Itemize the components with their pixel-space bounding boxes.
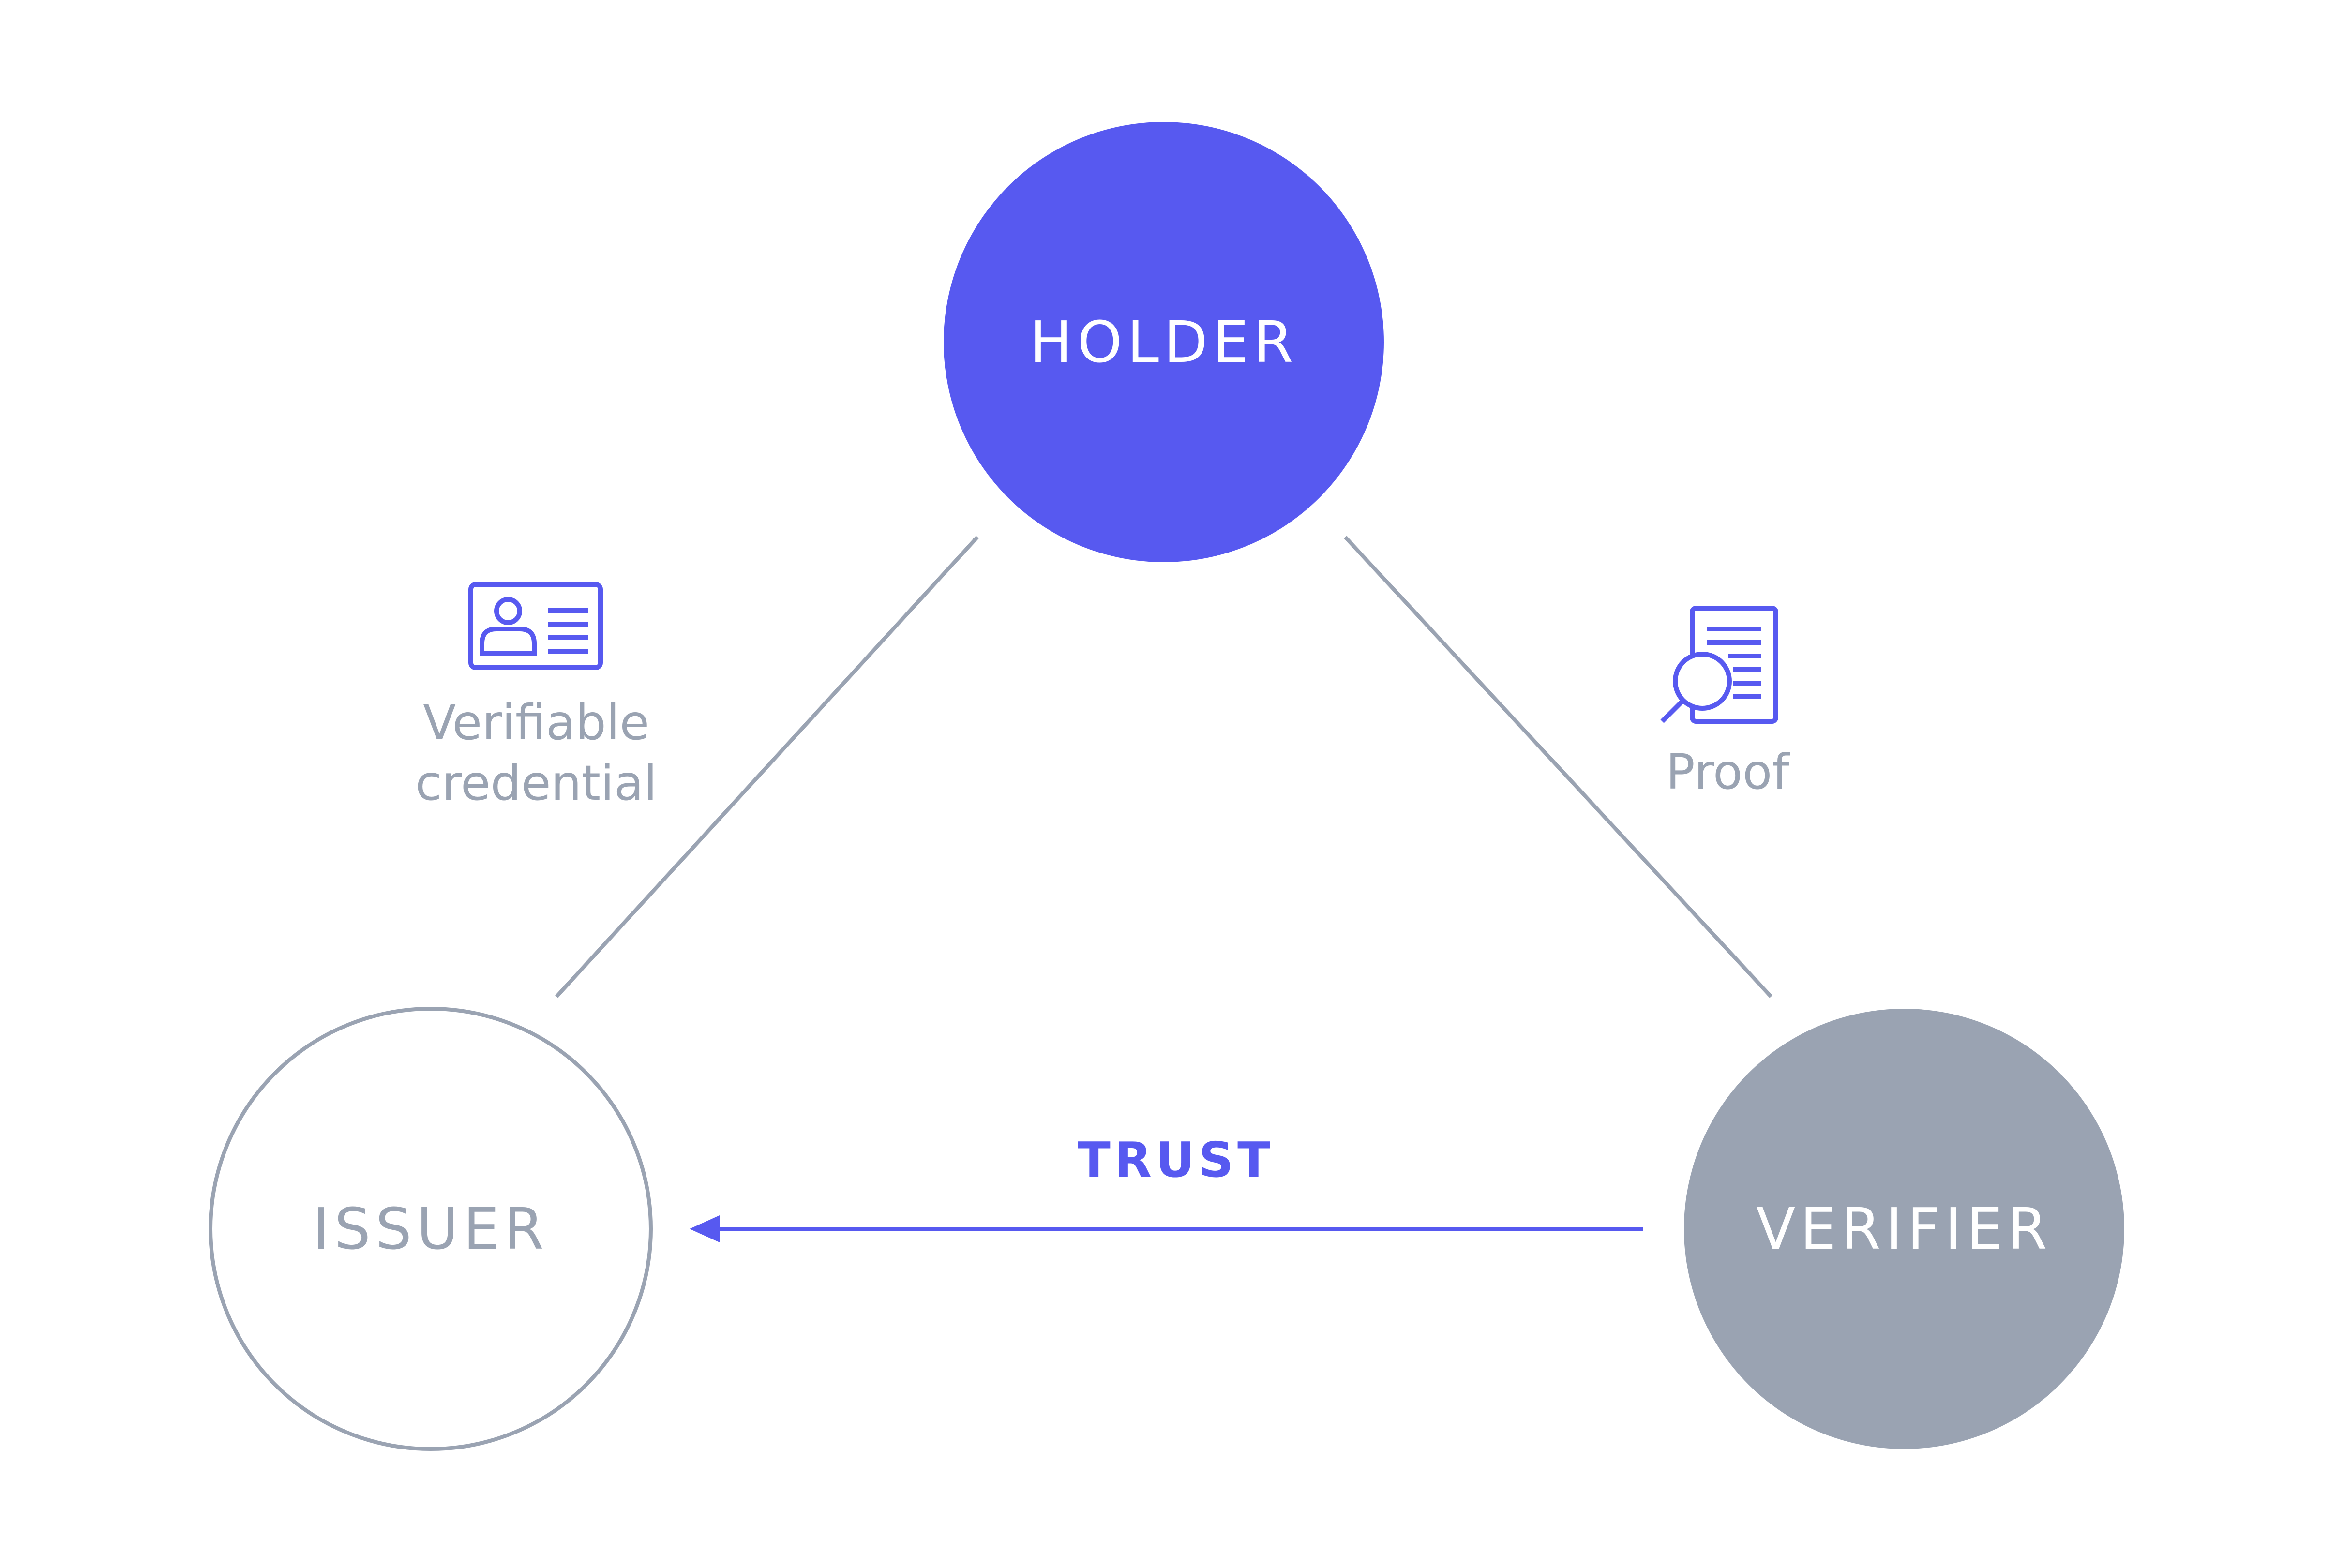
holder-circle <box>944 122 1384 562</box>
issuer-node: ISSUER <box>209 1007 653 1451</box>
edge-verifier-to-issuer: TRUST <box>690 1132 1643 1242</box>
document-search-icon <box>1660 606 1778 724</box>
holder-node: HOLDER <box>944 122 1384 562</box>
trust-arrow-head <box>690 1215 720 1242</box>
id-card-icon <box>468 582 603 670</box>
proof-label: Proof <box>1666 744 1790 800</box>
issuer-label: ISSUER <box>313 1195 549 1262</box>
verifiable-credential-annotation: Verifiable credential <box>415 582 657 811</box>
verifier-label: VERIFIER <box>1756 1195 2052 1262</box>
trust-label: TRUST <box>1078 1132 1275 1188</box>
verifiable-credential-label-line2: credential <box>415 755 657 811</box>
issuer-circle <box>209 1007 653 1451</box>
holder-label: HOLDER <box>1030 309 1298 375</box>
proof-annotation: Proof <box>1660 606 1790 800</box>
edge-issuer-to-holder <box>555 536 979 998</box>
verifiable-credential-label-line1: Verifiable <box>423 694 649 751</box>
holder-to-verifier-arrow <box>1344 536 1772 998</box>
edge-holder-to-verifier <box>1344 536 1772 998</box>
issuer-to-holder-arrow <box>555 536 979 998</box>
verifier-node: VERIFIER <box>1684 1009 2124 1449</box>
verifier-circle <box>1684 1009 2124 1449</box>
